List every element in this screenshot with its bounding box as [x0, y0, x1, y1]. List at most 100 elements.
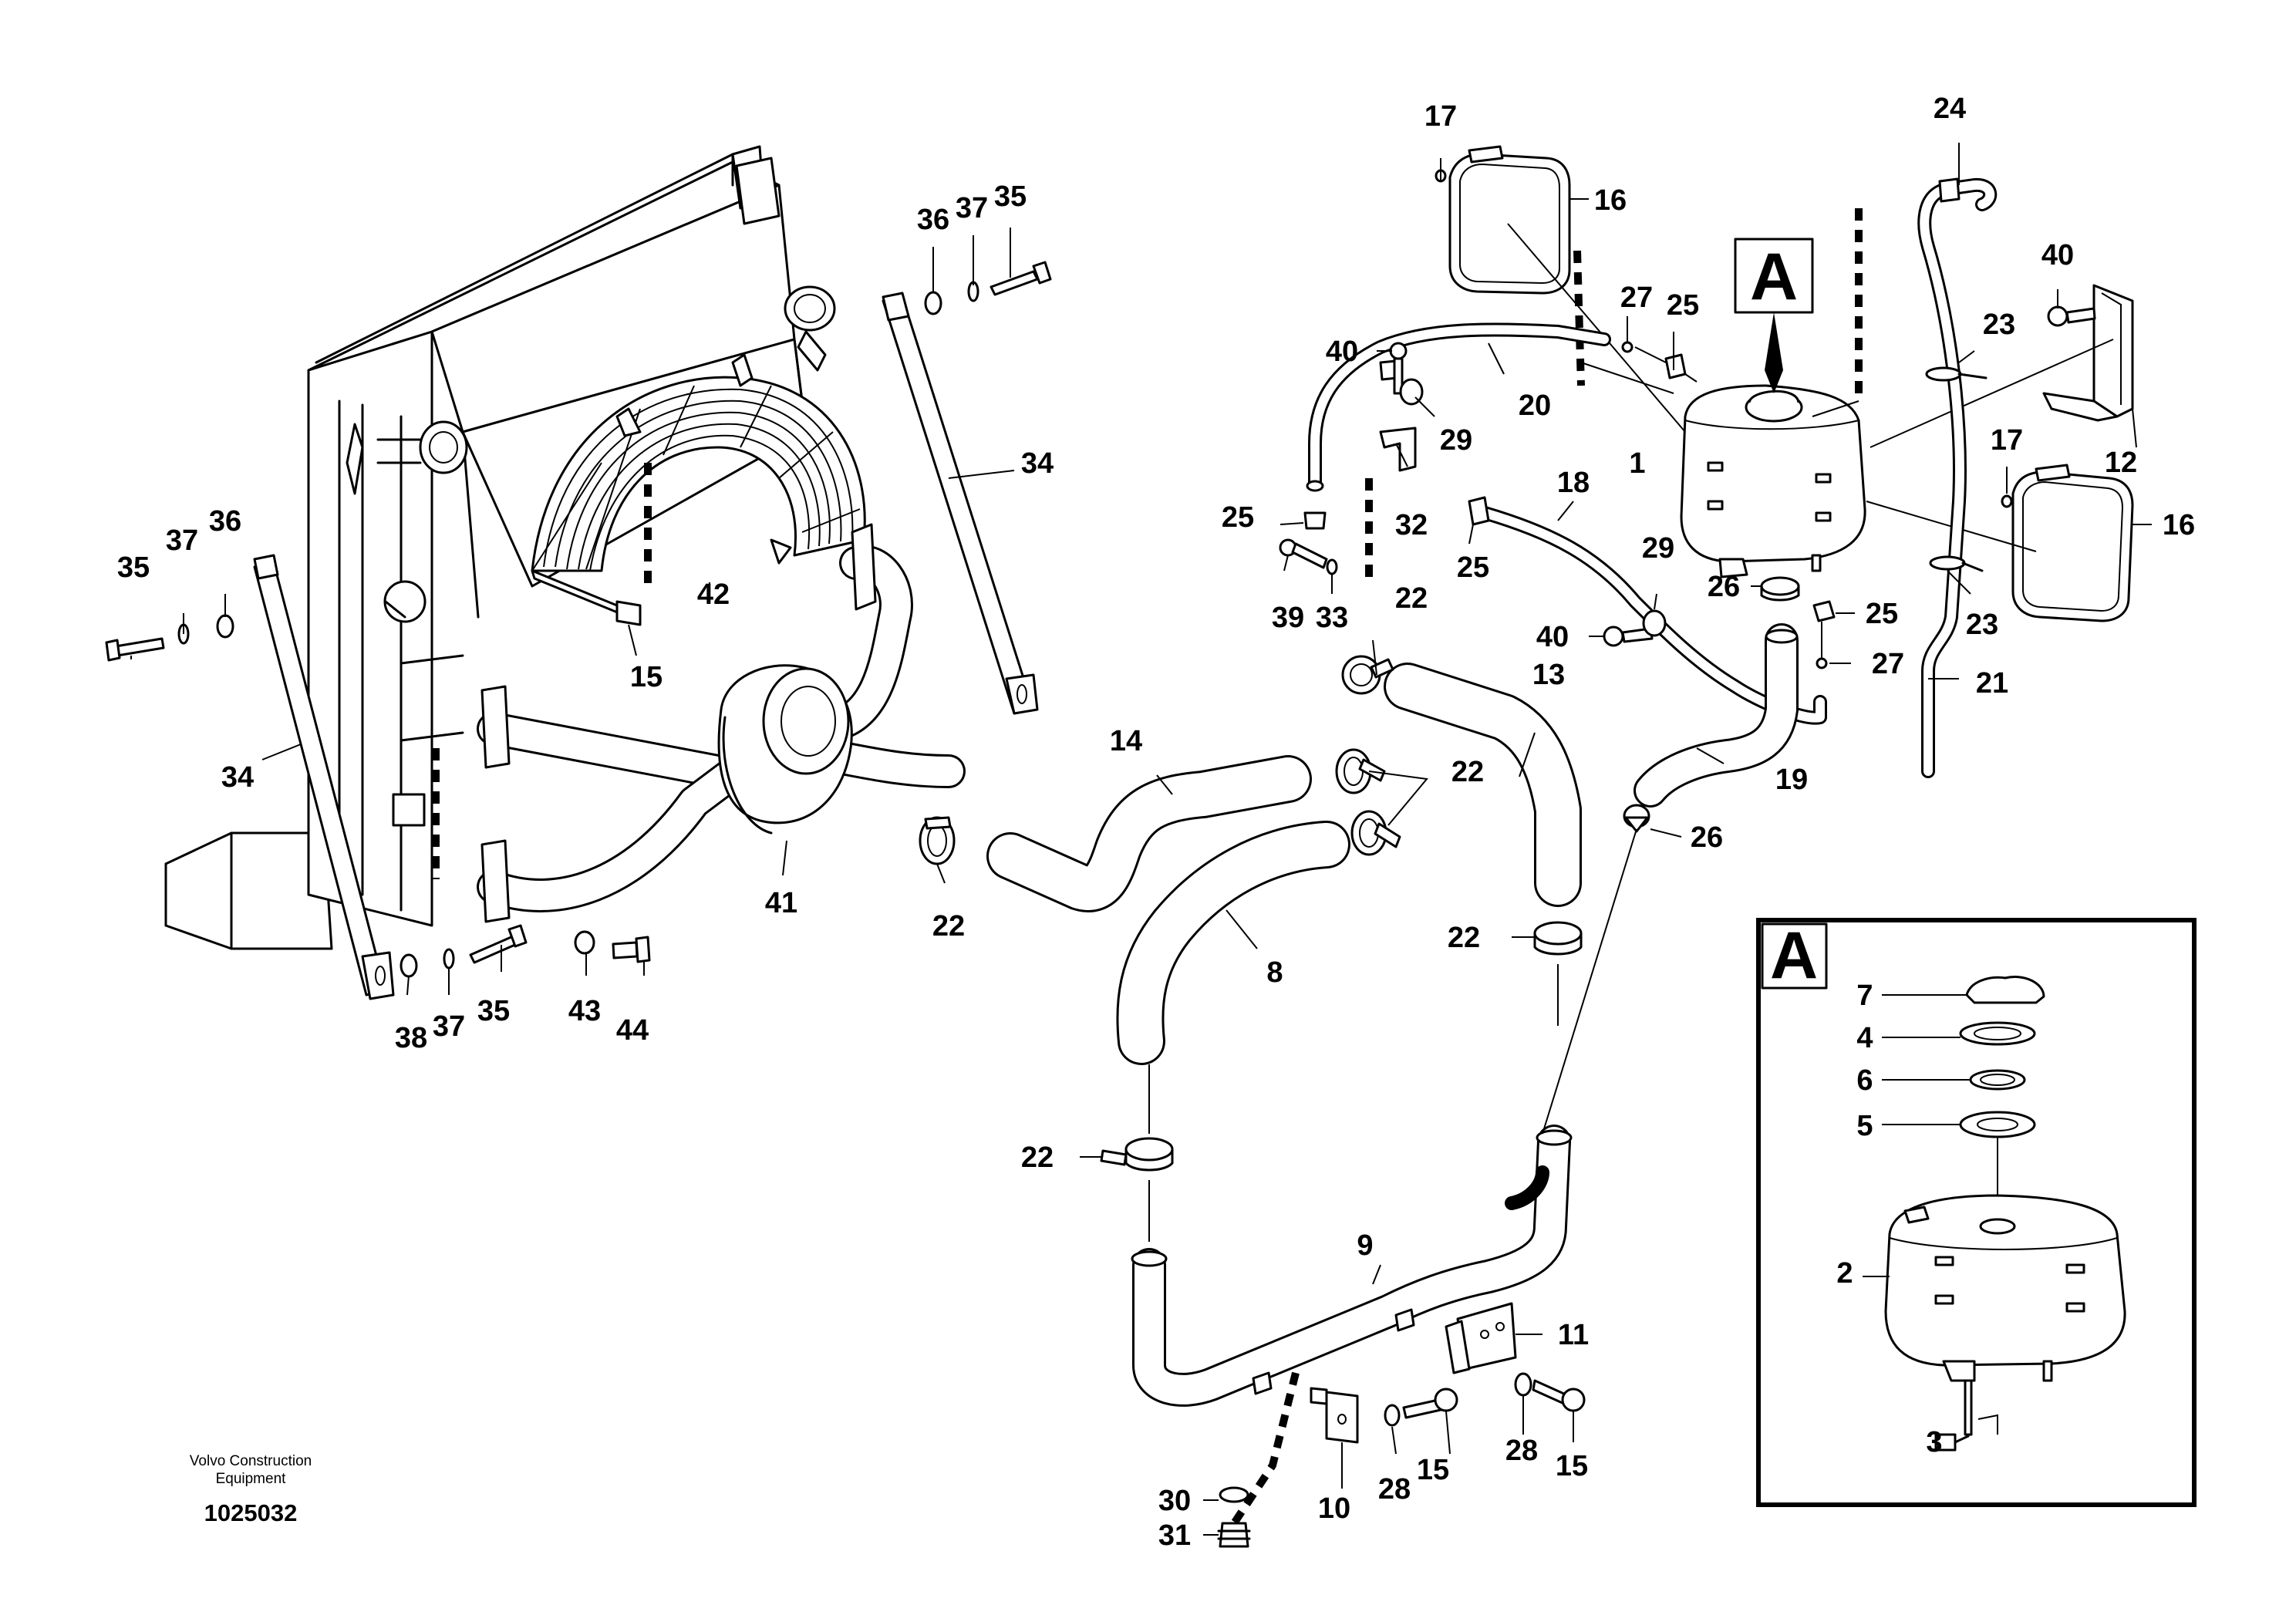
label-3: 3	[1926, 1426, 1942, 1458]
clip-23-lower	[1929, 555, 1984, 572]
label-6: 6	[1856, 1064, 1873, 1097]
leader-lines	[130, 143, 2152, 1536]
fan-guard	[531, 353, 866, 586]
label-15-bracket10: 15	[1417, 1454, 1449, 1486]
tank-bracket-12	[1870, 284, 2134, 448]
detail-callout-a: A	[1734, 238, 1814, 393]
caption-block: Volvo Construction Equipment 1025032	[190, 1453, 312, 1526]
label-40-middle: 40	[1536, 621, 1569, 653]
hose-19	[1633, 623, 1799, 808]
clip-23-upper	[1925, 366, 1988, 382]
label-23-lower: 23	[1966, 609, 1998, 641]
label-25-left: 25	[1222, 501, 1254, 534]
label-25-pipe18: 25	[1457, 551, 1489, 584]
clamp-22-tube9-top	[1100, 1137, 1174, 1172]
label-27-upper: 27	[1620, 282, 1653, 314]
pipe-21	[1812, 177, 1998, 778]
label-35-upper-right: 35	[994, 180, 1027, 213]
detail-inset-letter: A	[1770, 919, 1818, 993]
hose-14	[986, 755, 1312, 912]
label-37-upper-right: 37	[956, 192, 988, 224]
label-37-lower: 37	[433, 1010, 465, 1043]
fitting-25-27-right	[1812, 600, 1836, 669]
caption-company-line2: Equipment	[216, 1471, 287, 1487]
label-16-lower: 16	[2163, 509, 2195, 541]
fitting-25-screw-39-washer-33	[1279, 538, 1338, 575]
label-36-upper-left: 36	[209, 505, 241, 538]
label-40-right: 40	[2041, 239, 2074, 271]
caption-doc-number: 1025032	[204, 1499, 298, 1526]
label-9: 9	[1357, 1229, 1373, 1262]
clamp-22-hose13-bottom	[1533, 921, 1583, 956]
label-10: 10	[1318, 1492, 1350, 1525]
washer-screw-15-bracket10	[1384, 1388, 1458, 1427]
label-17-upper: 17	[1424, 100, 1457, 133]
label-35-upper-left: 35	[117, 551, 150, 584]
label-22-hose13-top: 22	[1395, 582, 1428, 615]
bolt-kit-upper-left	[105, 614, 234, 662]
label-23-upper: 23	[1983, 309, 2015, 341]
label-11: 11	[1558, 1319, 1589, 1351]
label-37-upper-left: 37	[166, 524, 198, 557]
label-25-right: 25	[1866, 598, 1898, 630]
label-21: 21	[1976, 667, 2008, 700]
label-2: 2	[1836, 1257, 1853, 1290]
label-34-left: 34	[221, 761, 254, 794]
label-26-lower: 26	[1691, 821, 1723, 854]
label-12: 12	[2105, 447, 2137, 479]
tube-9	[1131, 1125, 1573, 1526]
label-31: 31	[1158, 1519, 1191, 1552]
label-32: 32	[1395, 509, 1428, 541]
screw-15-radiator	[531, 569, 642, 626]
label-28-bracket11: 28	[1505, 1435, 1538, 1467]
strap-16-upper	[1448, 145, 1686, 433]
hose-13	[1384, 663, 1582, 907]
label-15-bracket11: 15	[1556, 1450, 1588, 1482]
bolt-kit-upper-right	[924, 261, 1052, 315]
screw-40-upper	[1389, 342, 1408, 395]
clamp-26-upper	[1760, 576, 1800, 602]
label-1: 1	[1629, 447, 1645, 480]
screw-40-middle	[1603, 626, 1654, 647]
radiator-assembly	[164, 145, 836, 950]
clamp-26-lower	[1542, 804, 1650, 1135]
label-14: 14	[1110, 725, 1142, 757]
bracket-11	[1445, 1302, 1517, 1374]
bolt-kit-43-44	[574, 930, 651, 963]
label-4: 4	[1856, 1022, 1873, 1054]
clamp-22-mid	[919, 816, 956, 865]
label-22-hose13-bottom: 22	[1448, 922, 1480, 954]
clamp-22-hose13-top	[1341, 655, 1394, 695]
label-29-lower: 29	[1642, 532, 1674, 565]
stay-34-right	[882, 292, 1039, 715]
label-38: 38	[395, 1022, 427, 1054]
caption-company-line1: Volvo Construction	[190, 1453, 312, 1469]
label-36-upper-right: 36	[917, 204, 949, 236]
label-19: 19	[1775, 764, 1808, 796]
label-16-upper: 16	[1594, 184, 1627, 217]
screw-40-right	[2047, 305, 2096, 327]
bolt-kit-lower-left	[400, 924, 528, 978]
expansion-tank-1	[1580, 362, 1866, 578]
clamp-22-hose14-end	[1335, 748, 1386, 794]
bracket-10	[1310, 1387, 1359, 1444]
detail-inset-a: A	[1756, 918, 2197, 1507]
label-34-right: 34	[1021, 447, 1054, 480]
label-35-lower: 35	[477, 995, 510, 1027]
label-30: 30	[1158, 1485, 1191, 1517]
label-20: 20	[1519, 389, 1551, 422]
label-27-lower: 27	[1872, 648, 1904, 680]
label-25-pipe20-end: 25	[1667, 289, 1699, 322]
clamp-22-hose8-end	[1350, 810, 1401, 856]
label-39: 39	[1272, 602, 1304, 634]
label-40-upper: 40	[1326, 336, 1358, 368]
label-8: 8	[1266, 956, 1283, 989]
strap-16-lower	[1866, 464, 2134, 622]
label-29-upper: 29	[1440, 424, 1472, 457]
coolant-pipe-41	[477, 523, 966, 923]
label-22-tube9-top: 22	[1021, 1141, 1054, 1174]
label-15-radiator: 15	[630, 661, 663, 693]
label-22-mid: 22	[932, 910, 965, 943]
clip-29-lower	[1642, 609, 1667, 637]
